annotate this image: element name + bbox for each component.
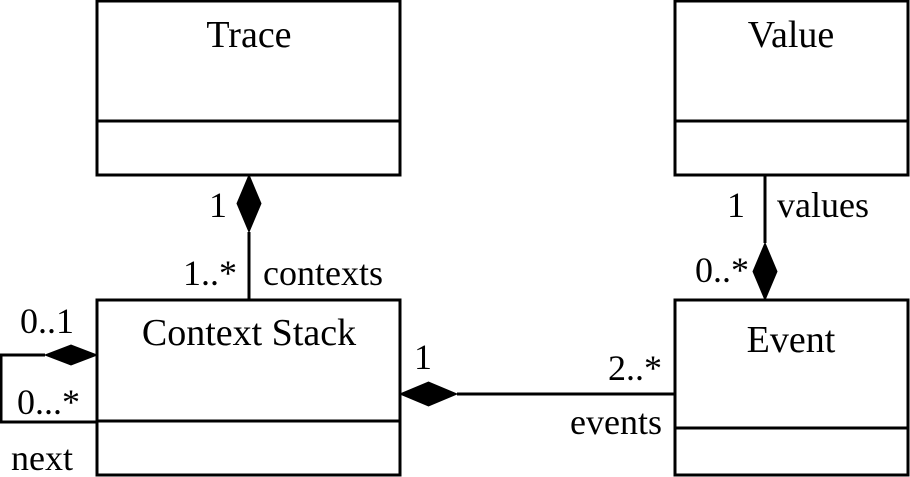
context-stack-owner-multiplicity: 1 [414,337,432,377]
class-event: Event [673,298,910,477]
next-owner-multiplicity: 0..1 [20,301,74,341]
value-part-multiplicity: 1 [727,185,745,225]
class-trace: Trace [95,0,402,177]
composition-diamond-trace [236,173,262,234]
class-event-box [673,298,910,477]
class-value-box [673,0,910,177]
class-value: Value [673,0,910,177]
composition-diamond-context-stack [398,381,459,407]
association-context-next-line [0,353,97,424]
contexts-part-multiplicity: 1..* [183,253,237,293]
association-context-next: 0..1 0...* next [0,301,99,477]
association-context-events: 1 2..* events [398,337,675,442]
composition-diamond-event [752,241,778,302]
class-trace-name: Trace [206,14,291,56]
class-value-name: Value [748,14,835,56]
events-part-multiplicity: 2..* [608,348,662,388]
next-part-multiplicity: 0...* [17,382,80,422]
composition-diamond-next [43,344,99,366]
values-role-label: values [777,185,869,225]
class-context-stack-box [95,298,402,477]
class-event-name: Event [747,319,836,361]
event-owner-multiplicity: 0..* [695,250,749,290]
events-role-label: events [570,402,662,442]
next-role-label: next [11,438,73,477]
class-context-stack: Context Stack [95,298,402,477]
association-value-values: 1 values 0..* [695,175,869,302]
contexts-role-label: contexts [263,253,383,293]
class-context-stack-name: Context Stack [142,312,356,354]
association-trace-contexts: 1 1..* contexts [183,173,383,300]
class-trace-box [95,0,402,177]
trace-owner-multiplicity: 1 [209,185,227,225]
